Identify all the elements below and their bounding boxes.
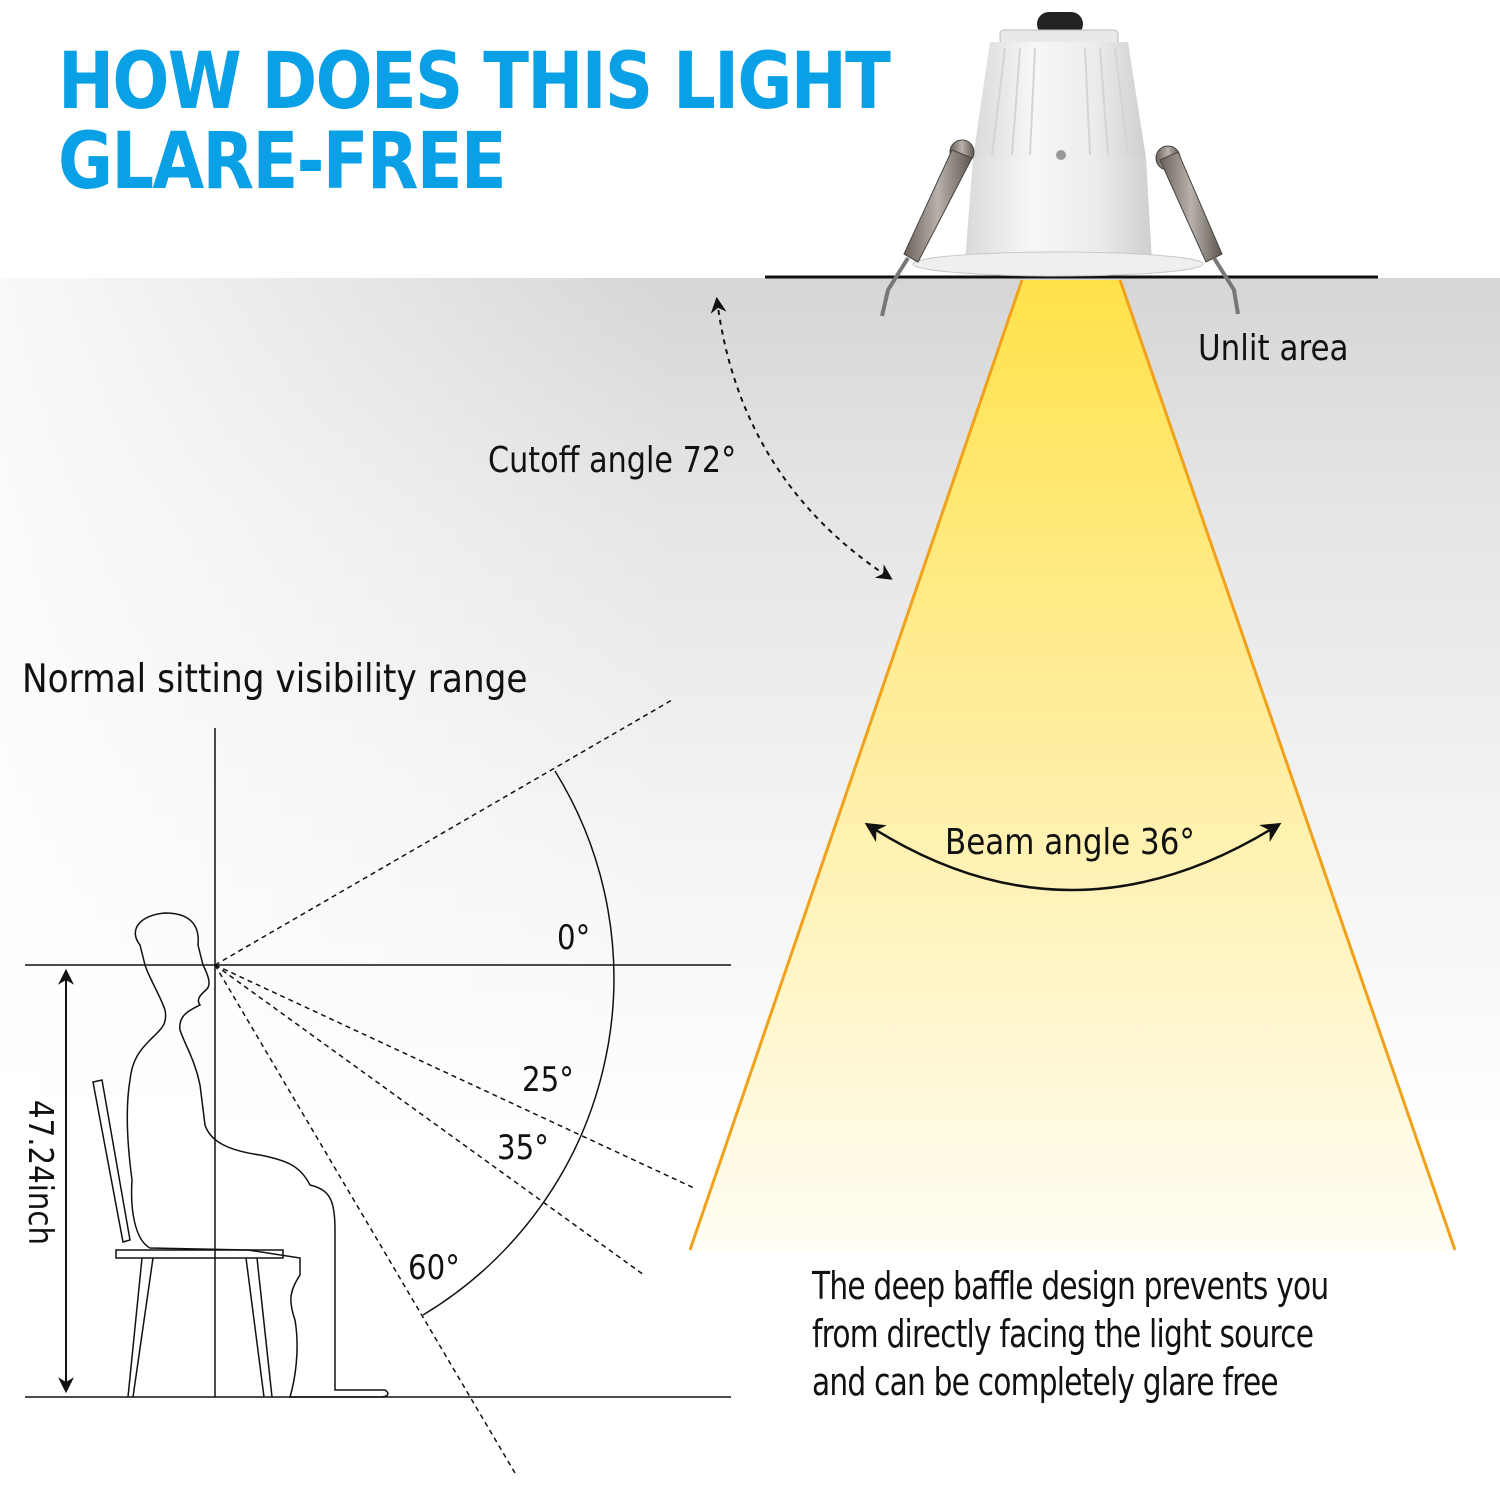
sitting-diagram [25,699,731,1474]
title-line-1: HOW DOES THIS LIGHT [58,37,891,127]
height-label: 47.24inch [20,1100,60,1245]
description-line-3: and can be completely glare free [812,1360,1279,1404]
angle-0-label: 0° [557,918,591,958]
angle-60-label: 60° [408,1248,460,1288]
description-line-1: The deep baffle design prevents you [812,1264,1329,1308]
recessed-downlight-icon [880,12,1240,317]
angle-25-label: 25° [522,1060,574,1100]
sitting-range-heading: Normal sitting visibility range [22,657,528,702]
unlit-area-label: Unlit area [1198,328,1349,369]
page-title: HOW DOES THIS LIGHT GLARE-FREE [58,37,891,207]
angle-35-label: 35° [497,1128,549,1168]
description-text: The deep baffle design prevents you from… [812,1262,1329,1406]
light-beam [688,279,1457,1251]
description-line-2: from directly facing the light source [812,1312,1314,1356]
cutoff-angle-label: Cutoff angle 72° [488,440,737,481]
cutoff-angle-arrow [710,296,893,580]
beam-angle-label: Beam angle 36° [945,822,1195,863]
beam-angle-arrow [864,822,1282,892]
title-line-2: GLARE-FREE [58,117,507,207]
